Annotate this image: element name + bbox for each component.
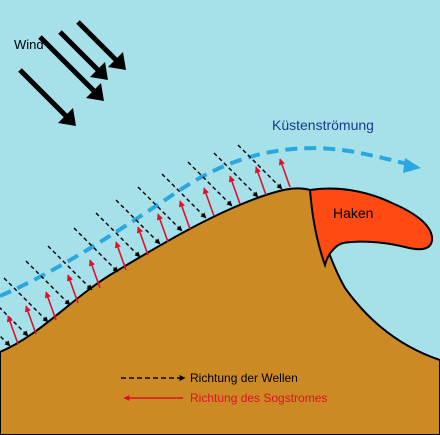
- wave-direction-arrow: [213, 152, 259, 198]
- wave-direction-arrow: [3, 277, 49, 323]
- backwash-arrow: [66, 274, 79, 304]
- land-area: [0, 187, 440, 435]
- backwash-arrow: [44, 291, 57, 321]
- backwash-arrow: [156, 213, 169, 243]
- spit-shape: [308, 187, 434, 269]
- backwash-arrow: [178, 200, 191, 230]
- backwash-arrow: [136, 226, 149, 256]
- wind-arrows: [18, 20, 126, 126]
- backwash-arrow: [254, 166, 267, 196]
- wind-arrow: [58, 30, 102, 74]
- wave-direction-arrow: [95, 212, 141, 258]
- backwash-arrow: [278, 158, 291, 188]
- backwash-arrow: [6, 315, 19, 345]
- coastal-current-arrowhead: [403, 158, 421, 173]
- wave-direction-arrow: [47, 245, 93, 291]
- wave-direction-arrow: [187, 161, 233, 207]
- wave-direction-arrow: [73, 227, 119, 273]
- current-label: Küstenströmung: [272, 117, 374, 133]
- wind-arrow: [18, 68, 70, 120]
- wave-direction-arrow: [115, 199, 161, 245]
- coastal-current-line: [0, 146, 416, 298]
- wind-arrowhead: [58, 108, 76, 126]
- spit-label: Haken: [333, 205, 373, 221]
- legend: Richtung der Wellen Richtung des Sogstro…: [121, 371, 327, 405]
- wave-direction-arrow: [25, 260, 71, 306]
- backwash-arrows: [6, 158, 291, 345]
- wind-arrow: [38, 35, 98, 95]
- wave-direction-arrow: [161, 173, 207, 219]
- legend-backwash-text: Richtung des Sogstromes: [190, 391, 327, 405]
- backwash-arrow: [202, 187, 215, 217]
- backwash-arrow: [228, 175, 241, 205]
- backwash-arrow: [88, 259, 101, 289]
- legend-waves-text: Richtung der Wellen: [190, 371, 298, 385]
- wind-label: Wind: [14, 37, 44, 52]
- wind-arrowhead: [90, 62, 108, 80]
- backwash-arrow: [114, 241, 127, 271]
- backwash-arrow: [24, 305, 37, 335]
- wind-arrowhead: [86, 83, 104, 101]
- wave-direction-arrow: [137, 186, 183, 232]
- wind-arrowhead: [108, 52, 126, 70]
- wave-direction-arrow: [0, 335, 11, 347]
- wind-arrow: [76, 20, 120, 64]
- wave-direction-arrow: [0, 307, 29, 337]
